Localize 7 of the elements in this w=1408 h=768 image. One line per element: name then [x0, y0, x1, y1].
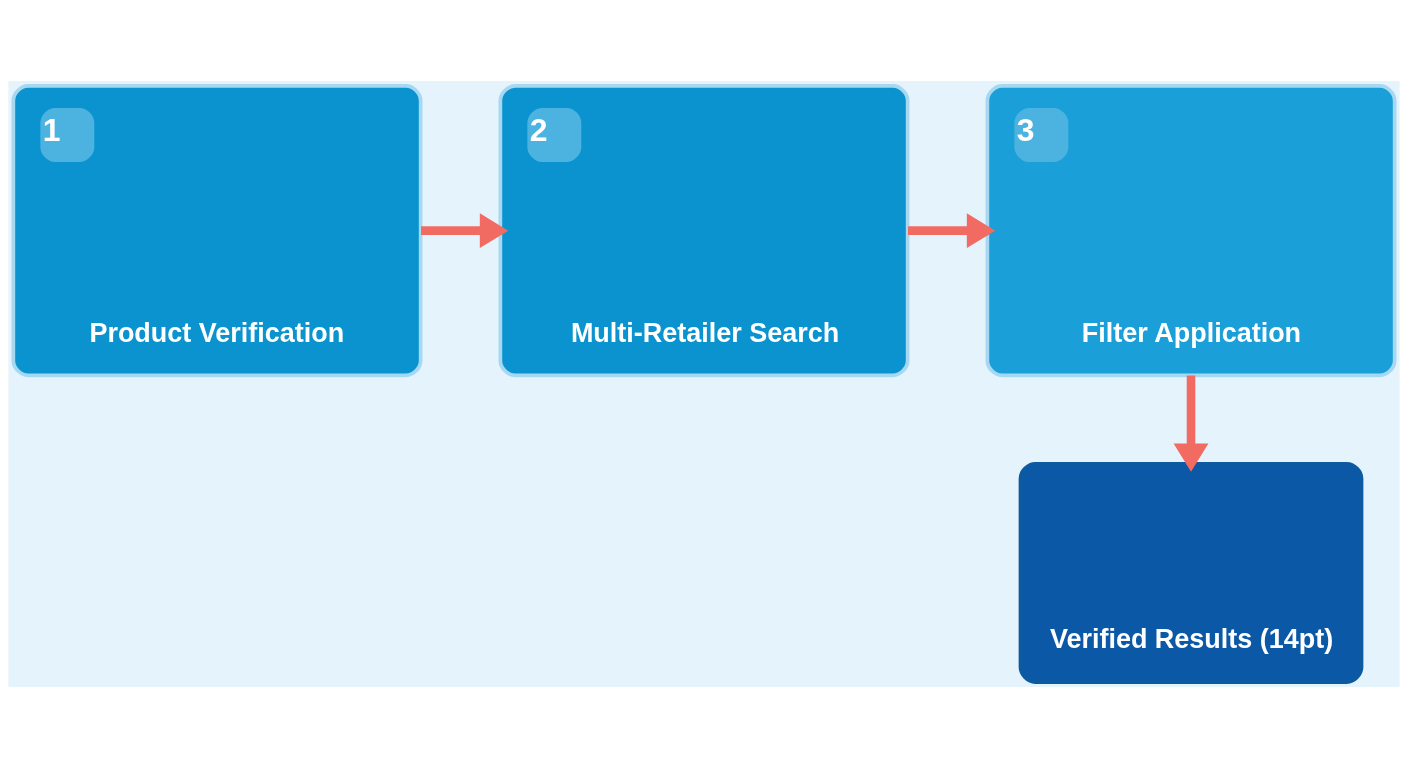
arrow [1173, 375, 1209, 472]
arrow [908, 213, 996, 249]
node-box: 3 Filter Application [985, 84, 1397, 378]
node-box: 2 Multi-Retailer Search [498, 84, 910, 378]
arrow [421, 213, 509, 249]
node-box: Verified Results (14pt) [1018, 461, 1364, 684]
node-box: 1 Product Verification [11, 84, 423, 378]
